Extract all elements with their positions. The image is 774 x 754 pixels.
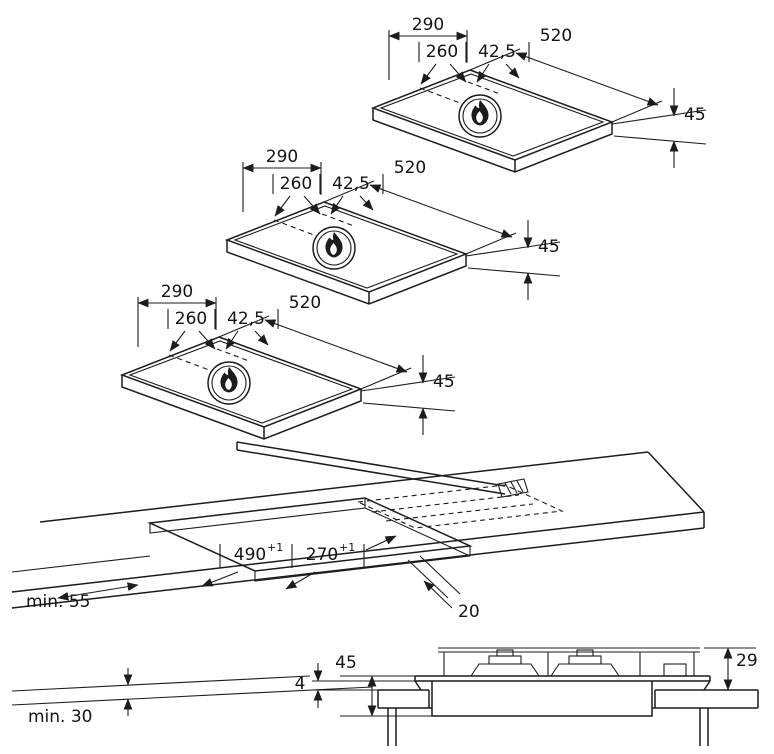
dim-offset-2: 42,5 xyxy=(332,174,370,194)
section-dimensions: 4 45 29 xyxy=(295,647,758,717)
dim-cutout-length-tol: +1 xyxy=(267,541,283,554)
dim-length-1: 520 xyxy=(540,26,572,46)
worktop xyxy=(11,451,705,609)
dim-cutout-length: 490 xyxy=(234,545,266,565)
hob-phantom-outline xyxy=(355,484,565,529)
mounting-rail xyxy=(236,441,529,498)
dim-build-in-depth: 45 xyxy=(335,653,357,673)
dim-thickness-3: 45 xyxy=(433,372,455,392)
dim-thickness-2: 45 xyxy=(538,237,560,257)
dim-cutout-width-2: 260 xyxy=(280,174,312,194)
hob-unit-2: 290 260 42,5 520 45 xyxy=(226,147,560,305)
dim-width-1: 290 xyxy=(412,15,444,35)
dim-front-clearance: min. 30 xyxy=(28,707,93,727)
dim-height-above-worktop: 29 xyxy=(736,651,758,671)
dim-width-2: 290 xyxy=(266,147,298,167)
dim-width-3: 290 xyxy=(161,282,193,302)
burner-2 xyxy=(549,649,621,677)
dim-cutout-width-1: 260 xyxy=(426,42,458,62)
pan-support-grate xyxy=(438,647,700,676)
dim-thickness-1: 45 xyxy=(684,105,706,125)
hob-unit-1: 290 260 42,5 520 45 xyxy=(372,15,706,173)
dim-offset-3: 42,5 xyxy=(227,309,265,329)
burner-1 xyxy=(469,649,541,677)
hob-unit-3: 290 260 42,5 520 45 xyxy=(121,282,455,440)
dim-cutout-width-3: 260 xyxy=(175,309,207,329)
cabinet-sides xyxy=(387,708,709,746)
control-knob xyxy=(663,663,687,677)
dim-glass-gap: 4 xyxy=(295,674,306,694)
dim-cutout-depth: 270 xyxy=(306,545,338,565)
dim-cutout-depth-tol: +1 xyxy=(339,541,355,554)
dim-side-clearance: min. 55 xyxy=(26,592,91,612)
dim-edge-gap: 20 xyxy=(458,602,480,622)
section-view xyxy=(377,647,759,746)
dim-length-3: 520 xyxy=(289,293,321,313)
worktop-dimensions: 490 +1 270 +1 20 min. 55 min. 30 xyxy=(11,535,480,727)
dim-offset-1: 42,5 xyxy=(478,42,516,62)
dim-length-2: 520 xyxy=(394,158,426,178)
